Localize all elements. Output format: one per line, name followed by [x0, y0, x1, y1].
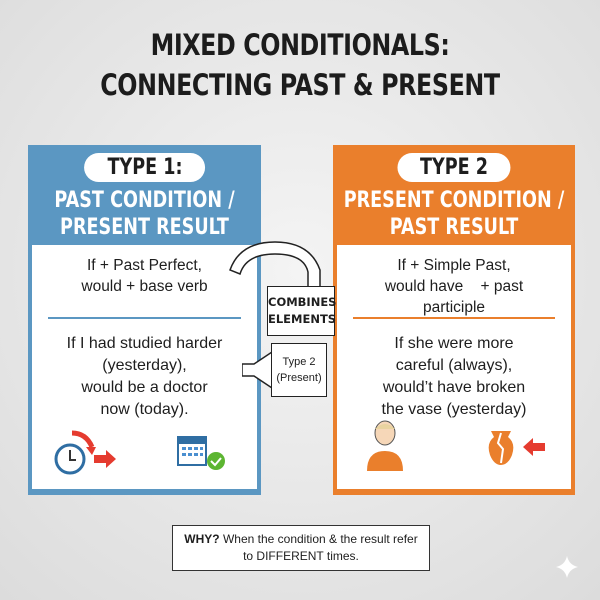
arrow-pointer-icon	[242, 350, 273, 390]
arrow-left-icon	[523, 438, 545, 456]
type2-heading: PRESENT CONDITION /PAST RESULT	[343, 188, 565, 240]
title-line-1: MIXED CONDITIONALS:	[150, 28, 450, 62]
why-note: WHY? When the condition & the result ref…	[172, 525, 430, 571]
type1-card: TYPE 1: PAST CONDITION /PRESENT RESULT I…	[28, 145, 261, 495]
type1-badge: TYPE 1:	[83, 153, 206, 182]
calendar-icon	[177, 436, 225, 470]
type2-badge: TYPE 2	[397, 153, 511, 182]
check-icon	[207, 452, 225, 470]
clock-icon	[54, 430, 116, 475]
thinking-person-icon	[367, 420, 403, 471]
type2-present-callout: Type 2(Present)	[271, 343, 327, 397]
type1-formula: If + Past Perfect,would + base verb	[81, 257, 208, 295]
type1-heading: PAST CONDITION /PRESENT RESULT	[54, 188, 235, 240]
type2-card: TYPE 2 PRESENT CONDITION /PAST RESULT If…	[333, 145, 575, 495]
sparkle-icon	[556, 556, 578, 578]
divider	[48, 317, 241, 319]
divider	[353, 317, 555, 319]
arrow-right-icon	[94, 450, 116, 468]
broken-vase-icon	[488, 431, 545, 465]
type1-example: If I had studied harder(yesterday),would…	[66, 335, 223, 418]
title-line-2: CONNECTING PAST & PRESENT	[100, 68, 500, 102]
